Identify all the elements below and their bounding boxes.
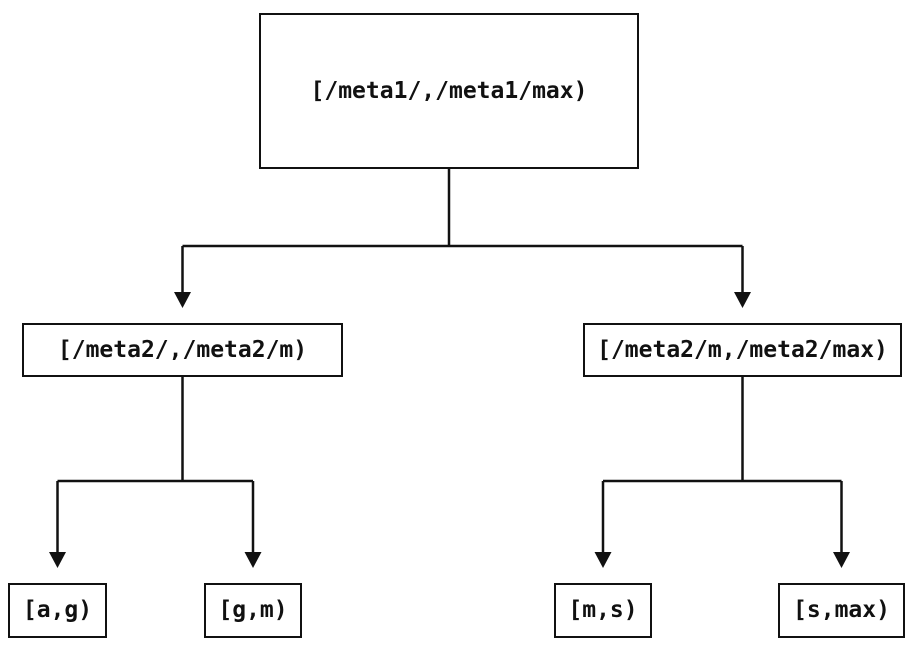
node-root: [/meta1/,/meta1/max) [259,13,639,169]
node-leaf-smax-label: [s,max) [793,597,890,623]
node-leaf-gm-label: [g,m) [218,597,288,623]
arrowheads [49,292,850,568]
arrowhead-to-leaf-smax [833,552,850,568]
arrowhead-to-left [174,292,191,308]
node-meta2-right: [/meta2/m,/meta2/max) [583,323,902,377]
node-leaf-ag: [a,g) [8,583,107,638]
arrowhead-to-leaf-ag [49,552,66,568]
edge-lines [56,169,843,552]
node-leaf-ag-label: [a,g) [22,597,93,623]
node-root-label: [/meta1/,/meta1/max) [310,77,588,104]
node-meta2-left-label: [/meta2/,/meta2/m) [57,336,308,363]
arrowhead-to-leaf-ms [594,552,612,568]
node-leaf-ms-label: [m,s) [568,597,638,623]
node-meta2-right-label: [/meta2/m,/meta2/max) [597,336,888,363]
node-leaf-ms: [m,s) [554,583,652,638]
node-meta2-left: [/meta2/,/meta2/m) [22,323,343,377]
node-leaf-smax: [s,max) [778,583,905,638]
node-leaf-gm: [g,m) [204,583,302,638]
arrowhead-to-right [734,292,751,308]
arrowhead-to-leaf-gm [244,552,262,568]
